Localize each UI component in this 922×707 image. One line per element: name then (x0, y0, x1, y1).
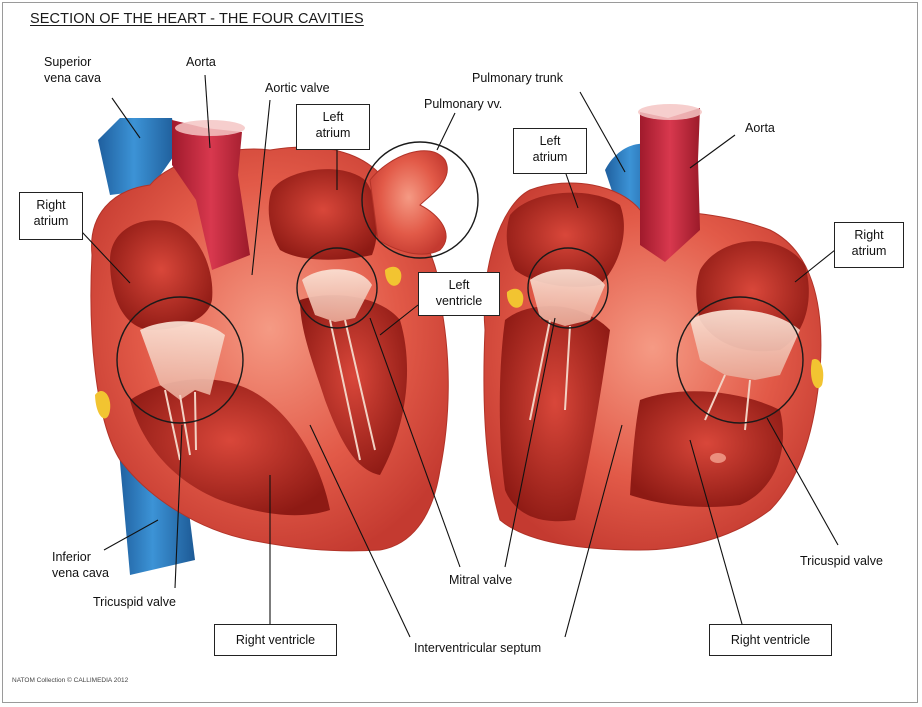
label-tricuspid-valve-left: Tricuspid valve (93, 594, 176, 610)
box-left-atrium-right: Left atrium (513, 128, 587, 174)
pulmonary-veins-left (370, 151, 447, 254)
box-right-atrium-left: Right atrium (19, 192, 83, 240)
box-right-ventricle-left: Right ventricle (214, 624, 337, 656)
label-aorta-right: Aorta (745, 120, 775, 136)
box-left-atrium-left: Left atrium (296, 104, 370, 150)
label-aorta-left: Aorta (186, 54, 216, 70)
right-ventricle-cavity-right (630, 391, 783, 507)
label-pulmonary-trunk: Pulmonary trunk (472, 70, 563, 86)
label-interventricular-septum: Interventricular septum (414, 640, 541, 656)
copyright-credit: NATOM Collection © CALLIMEDIA 2012 (12, 677, 128, 684)
box-left-ventricle: Left ventricle (418, 272, 500, 316)
left-atrium-cavity-left (269, 169, 378, 260)
label-aortic-valve: Aortic valve (265, 80, 330, 96)
box-right-ventricle-right: Right ventricle (709, 624, 832, 656)
label-tricuspid-valve-right: Tricuspid valve (800, 553, 883, 569)
label-inferior-vena-cava: Inferior vena cava (52, 549, 109, 581)
label-pulmonary-vv: Pulmonary vv. (424, 96, 502, 112)
label-mitral-valve: Mitral valve (449, 572, 512, 588)
box-right-atrium-right: Right atrium (834, 222, 904, 268)
label-superior-vena-cava: Superior vena cava (44, 54, 101, 86)
